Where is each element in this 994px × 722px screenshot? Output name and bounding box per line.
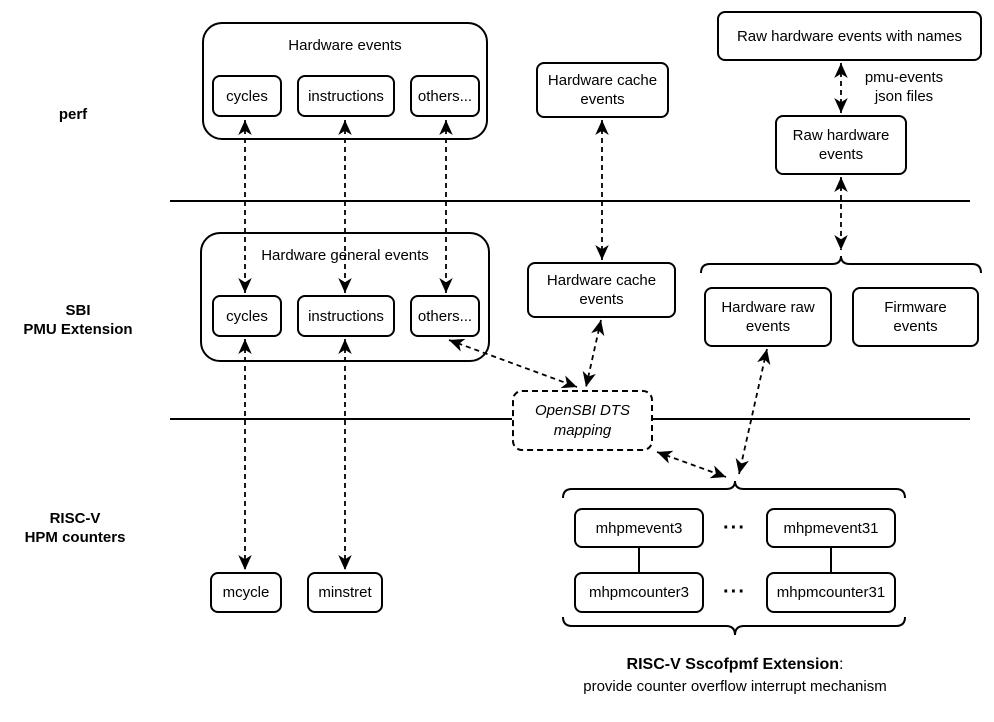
arrow-dts-mapping-to-mhpm-group (656, 450, 727, 479)
sscofpmf-caption-title: RISC-V Sscofpmf Extension: (485, 655, 985, 675)
sbi-hardware-general-events-title: Hardware general events (261, 247, 429, 264)
sbi-layer-label: SBI PMU Extension (23, 302, 133, 338)
sbi-firmware-events-box: Firmware events (852, 287, 979, 347)
raw-hardware-events-with-names-box: Raw hardware events with names (717, 11, 982, 61)
arrow-sbi-cache-to-dts-mapping (582, 319, 605, 388)
brace-mhpm-group-top (562, 480, 906, 499)
opensbi-dts-mapping-box: OpenSBI DTS mapping (512, 390, 653, 451)
perf-others-box: others... (410, 75, 480, 117)
sbi-others-box: others... (410, 295, 480, 337)
perf-hardware-cache-events-box: Hardware cache events (536, 62, 669, 118)
raw-hardware-events-box: Raw hardware events (775, 115, 907, 175)
perf-layer-label: perf (58, 106, 88, 123)
minstret-box: minstret (307, 572, 383, 613)
sscofpmf-caption-title-bold: RISC-V Sscofpmf Extension (626, 656, 840, 673)
sbi-cycles-box: cycles (212, 295, 282, 337)
brace-sbi-raw-firmware-group (700, 255, 982, 274)
sbi-hardware-raw-events-box: Hardware raw events (704, 287, 832, 347)
mhpmcounter-ellipsis: ··· (723, 581, 746, 603)
arrow-sbi-raw-events-to-mhpm-group (735, 348, 771, 475)
mhpmevent31-box: mhpmevent31 (766, 508, 896, 548)
sbi-hardware-cache-events-box: Hardware cache events (527, 262, 676, 318)
pmu-events-json-files-note: pmu-events json files (864, 69, 944, 105)
brace-mhpm-group-bottom (562, 616, 906, 636)
sbi-instructions-box: instructions (297, 295, 395, 337)
sscofpmf-caption: RISC-V Sscofpmf Extension: provide count… (485, 655, 985, 697)
mhpmcounter3-box: mhpmcounter3 (574, 572, 704, 613)
perf-hardware-events-title: Hardware events (288, 37, 402, 54)
mcycle-box: mcycle (210, 572, 282, 613)
mhpmevent3-box: mhpmevent3 (574, 508, 704, 548)
mhpmcounter31-box: mhpmcounter31 (766, 572, 896, 613)
sscofpmf-caption-subtitle: provide counter overflow interrupt mecha… (583, 678, 887, 695)
perf-cycles-box: cycles (212, 75, 282, 117)
hpm-layer-label: RISC-V HPM counters (24, 510, 126, 546)
perf-instructions-box: instructions (297, 75, 395, 117)
mhpmevent-ellipsis: ··· (723, 517, 746, 539)
sscofpmf-caption-colon: : (839, 656, 844, 673)
